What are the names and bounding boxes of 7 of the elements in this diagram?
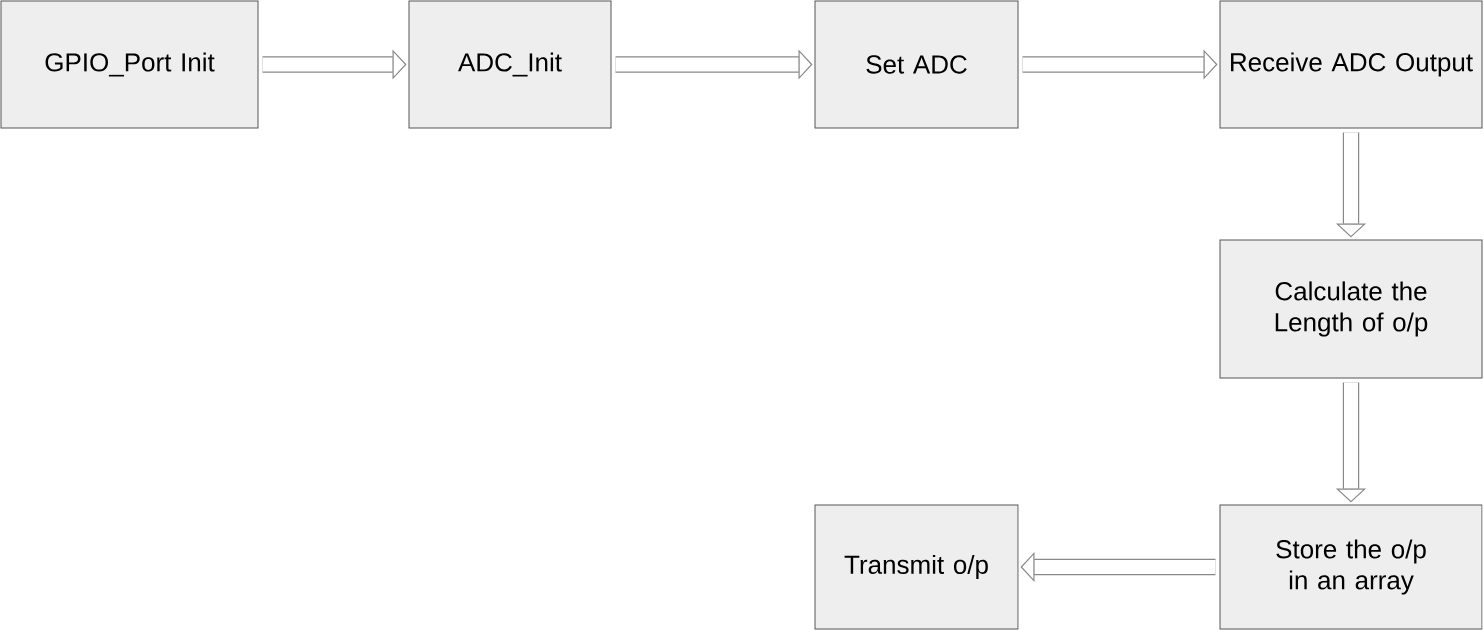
process-box: ADC_Init [408, 0, 612, 129]
process-box: Receive ADC Output [1219, 0, 1483, 129]
process-box: Store the o/p in an array [1219, 504, 1483, 630]
process-box: Calculate the Length of o/p [1219, 239, 1483, 379]
process-box: GPIO_Port Init [0, 0, 259, 129]
process-box: Set ADC [814, 0, 1019, 129]
process-box: Transmit o/p [814, 504, 1019, 630]
